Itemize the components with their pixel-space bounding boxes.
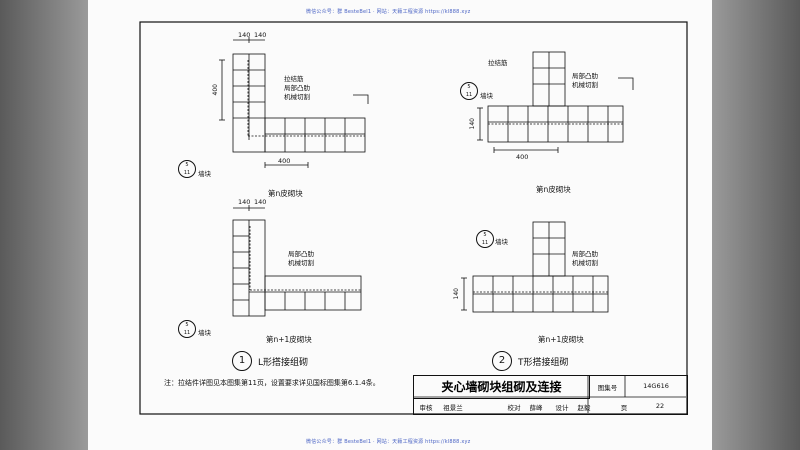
title-block: 夹心墙砌块组砌及连接 图集号 14G616 审核 祖景兰 校对 薛峰 设计 赵毅… — [413, 375, 688, 415]
dim-400-vertical: 400 — [212, 84, 219, 96]
viewer-right-margin — [712, 0, 800, 450]
drawing-linework — [139, 21, 688, 415]
label-local-bump-3: 局部凸肋 — [572, 72, 598, 80]
label-mech-cut-3: 机械切割 — [572, 81, 598, 89]
detail-title-1: L形搭接组砌 — [258, 358, 309, 368]
dim-140-a: 140 — [238, 31, 251, 39]
dim-140-vertical-2: 140 — [469, 118, 476, 130]
label-mech-cut-1: 机械切割 — [284, 93, 310, 101]
label-mech-cut-4: 机械切割 — [572, 259, 598, 267]
detail2-course-n — [477, 51, 634, 153]
course-n1-label-2: 第n+1皮砌块 — [538, 335, 584, 344]
atlas-number: 14G616 — [643, 382, 669, 390]
drawing-title: 夹心墙砌块组砌及连接 — [414, 376, 590, 399]
dim-140-b: 140 — [254, 31, 267, 39]
label-wall-block-3: 墙块 — [480, 92, 493, 100]
detail1-course-n — [219, 37, 369, 168]
label-wall-block-2: 墙块 — [198, 329, 211, 337]
title-block-lines — [413, 375, 686, 413]
course-n-label-1: 第n皮砌块 — [268, 189, 303, 198]
dim-400-horizontal-2: 400 — [516, 153, 529, 161]
label-local-bump-4: 局部凸肋 — [572, 250, 598, 258]
detail-number-1: 1 — [232, 351, 252, 371]
label-tie-bar-2: 拉结筋 — [488, 59, 508, 67]
dim-140-vertical-3: 140 — [453, 288, 460, 300]
review-name: 祖景兰 — [443, 404, 463, 412]
detail-number-2: 2 — [492, 351, 512, 371]
label-wall-block-1: 墙块 — [198, 170, 211, 178]
atlas-label: 图集号 — [597, 384, 618, 392]
drawing-note: 注：拉结件详图见本图集第11页，设置要求详见国标图集第6.1.4条。 — [164, 379, 380, 387]
watermark-top: 微信公众号：群 BesteBel1 · 网站：天籁工程资源 https://kl… — [306, 9, 471, 15]
drawing-page: 微信公众号：群 BesteBel1 · 网站：天籁工程资源 https://kl… — [88, 0, 712, 450]
review-label: 审核 — [419, 404, 433, 412]
viewer-left-margin — [0, 0, 88, 450]
dim-140-d: 140 — [254, 198, 267, 206]
detail-title-2: T形搭接组砌 — [518, 358, 569, 368]
dim-400-horizontal: 400 — [278, 157, 291, 165]
design-label: 设计 — [555, 404, 569, 412]
dim-140-c: 140 — [238, 198, 251, 206]
watermark-bottom: 微信公众号：群 BesteBel1 · 网站：天籁工程资源 https://kl… — [306, 439, 471, 445]
check-name: 薛峰 — [529, 404, 543, 412]
detail2-course-n1 — [461, 221, 609, 313]
page-number: 22 — [655, 402, 665, 410]
check-label: 校对 — [507, 404, 521, 412]
detail1-course-n1 — [232, 205, 362, 317]
label-local-bump-2: 局部凸肋 — [288, 250, 314, 258]
course-n-label-2: 第n皮砌块 — [536, 185, 571, 194]
page-label: 页 — [620, 404, 628, 412]
label-wall-block-4: 墙块 — [495, 238, 508, 246]
label-tie-bar-1: 拉结筋 — [284, 75, 304, 83]
course-n1-label-1: 第n+1皮砌块 — [266, 335, 312, 344]
design-name: 赵毅 — [577, 404, 591, 412]
label-local-bump-1: 局部凸肋 — [284, 84, 310, 92]
label-mech-cut-2: 机械切割 — [288, 259, 314, 267]
